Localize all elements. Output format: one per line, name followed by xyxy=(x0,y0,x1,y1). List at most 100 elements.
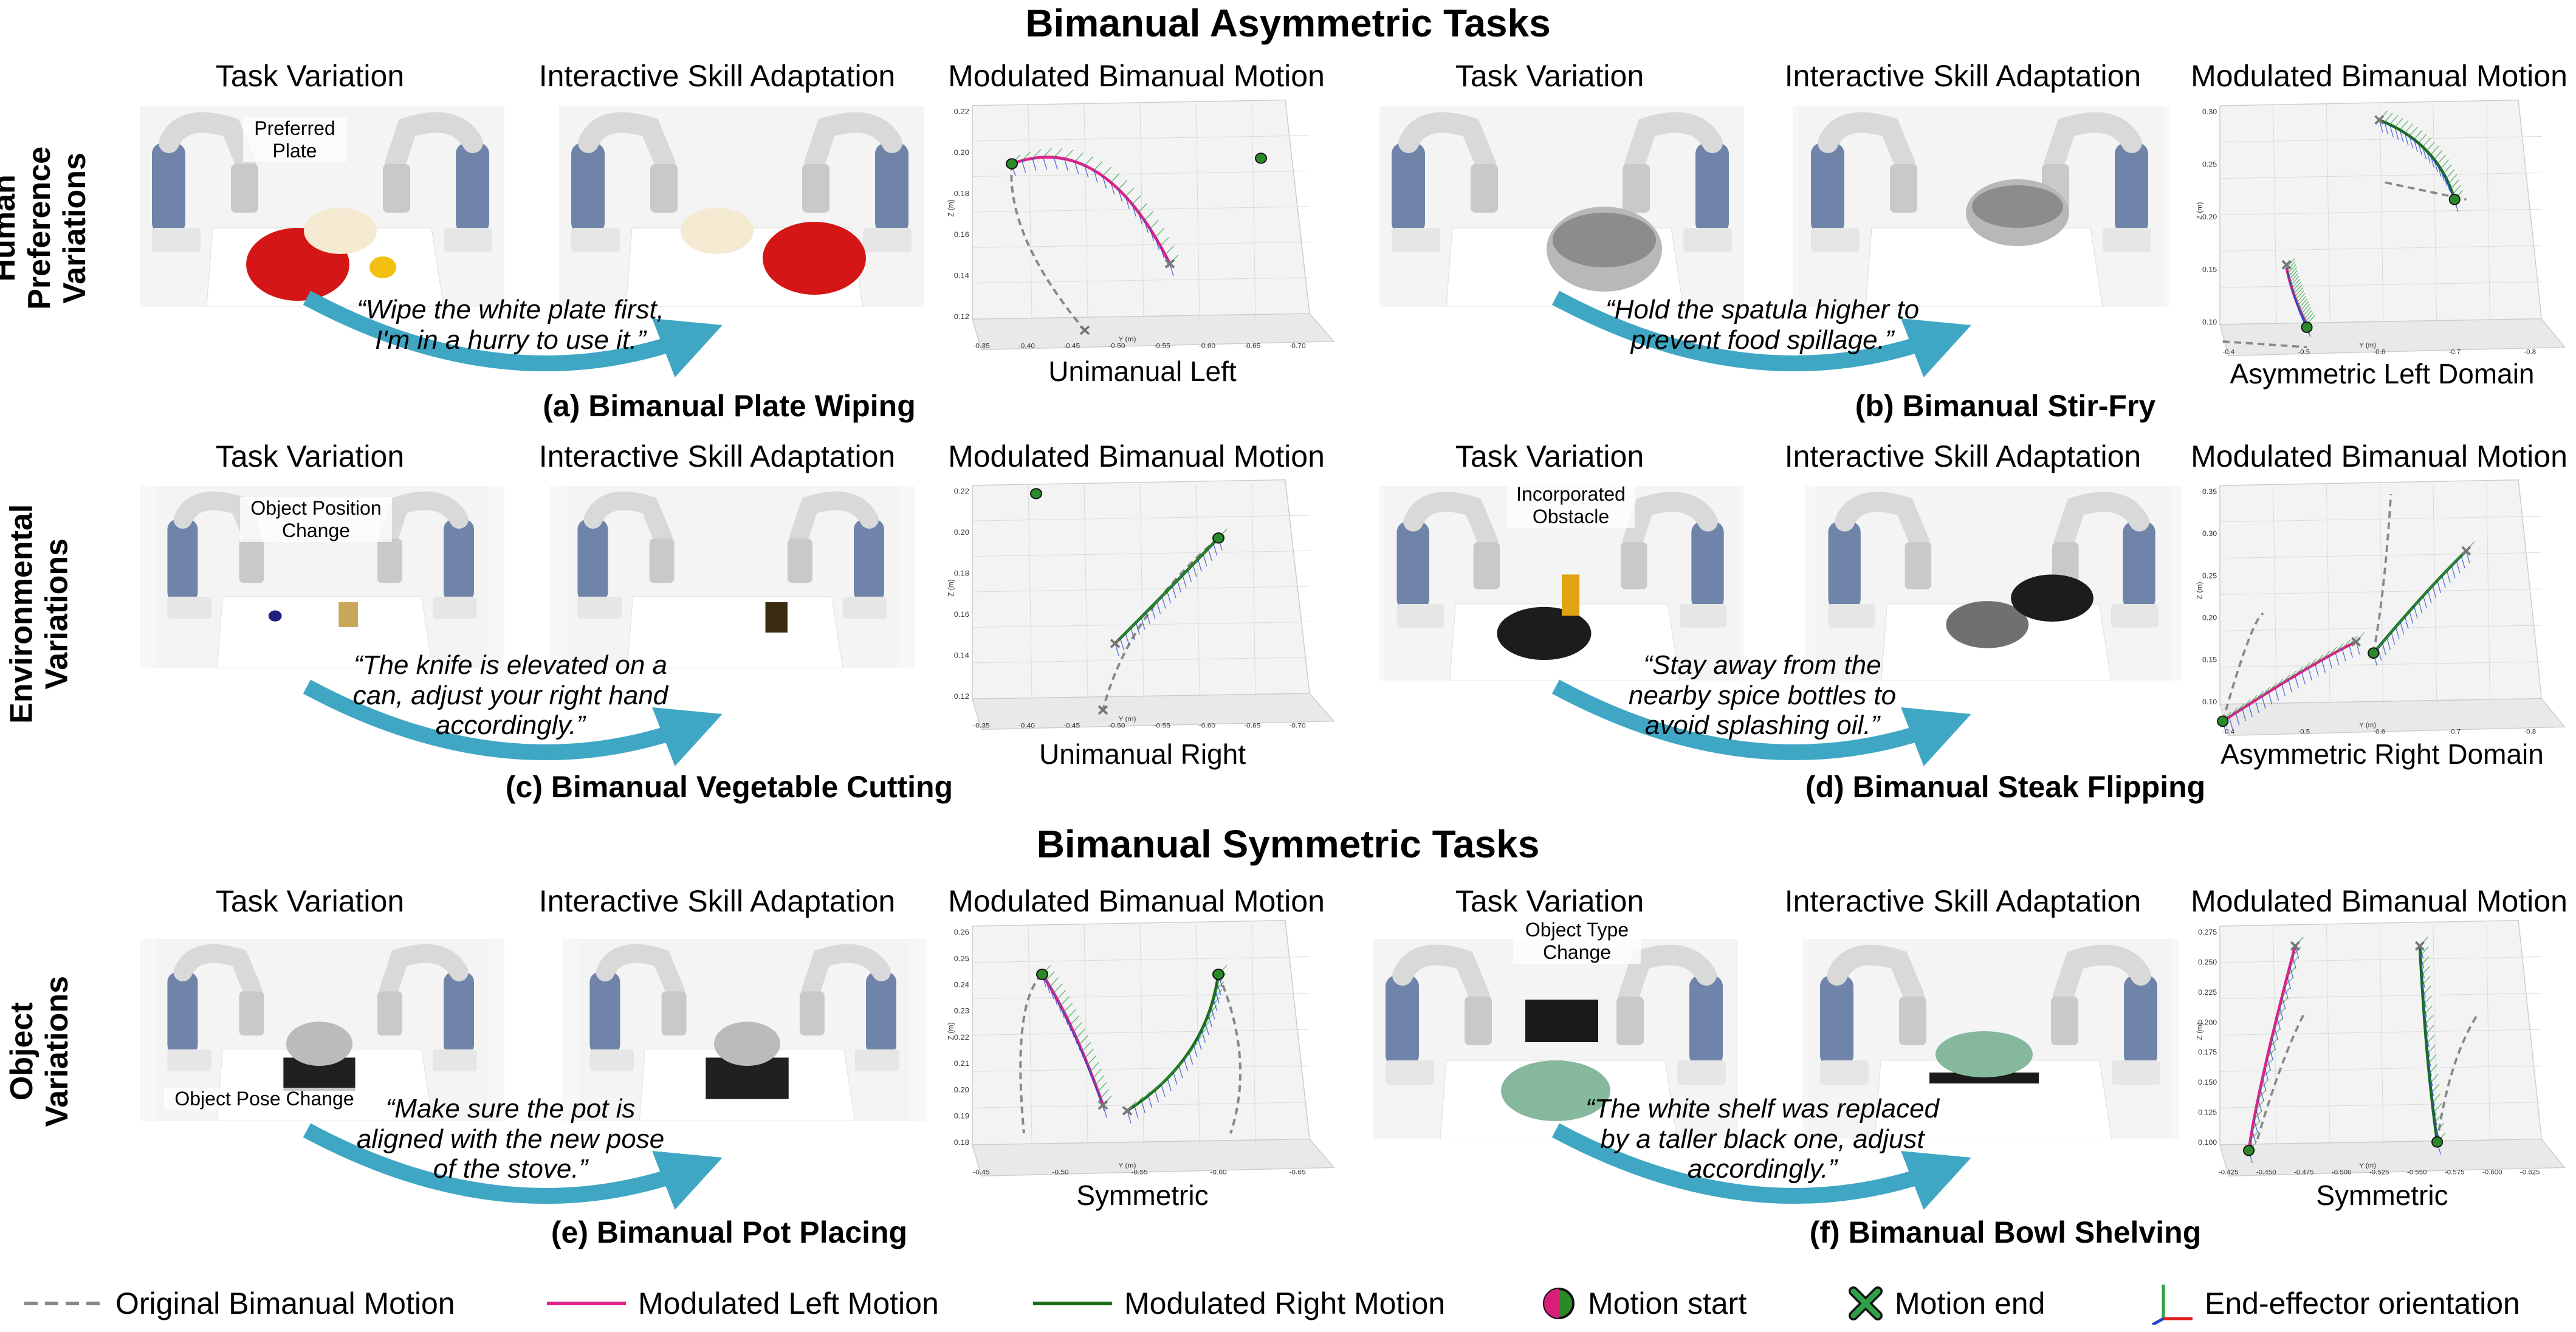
z-tick-label: 0.16 xyxy=(954,611,969,619)
y-tick-label: -0.65 xyxy=(1289,1169,1305,1176)
orientation-tick xyxy=(1134,1096,1144,1107)
orientation-tick xyxy=(1076,1038,1080,1051)
orientation-tick xyxy=(2423,1014,2428,1028)
orientation-tick xyxy=(2423,1004,2428,1018)
original-motion-path xyxy=(1102,537,1220,710)
orientation-tick xyxy=(2448,184,2453,196)
orientation-tick xyxy=(1097,1082,1107,1092)
y-tick-label: -0.35 xyxy=(973,723,989,729)
orientation-tick xyxy=(2384,122,2389,135)
orientation-tick xyxy=(1193,1045,1198,1058)
y-tick-label: -0.500 xyxy=(2332,1169,2351,1176)
orientation-tick xyxy=(2394,126,2399,140)
orientation-tick xyxy=(1197,1028,1207,1038)
z-axis-label: Z (m) xyxy=(2195,202,2203,219)
orientation-tick xyxy=(1217,982,1221,995)
orientation-tick xyxy=(2377,647,2382,661)
start-marker-icon xyxy=(1543,1288,1575,1319)
orientation-tick xyxy=(1119,638,1125,651)
photo-plate-wiping-adaptation xyxy=(559,106,924,307)
original-motion-path xyxy=(1217,973,1242,1134)
z-tick-label: 0.24 xyxy=(954,981,969,989)
z-tick-label: 0.35 xyxy=(2202,487,2217,496)
z-tick-label: 0.225 xyxy=(2198,988,2217,997)
orientation-tick xyxy=(1042,157,1048,170)
y-tick-label: -0.45 xyxy=(1063,343,1080,349)
orientation-tick xyxy=(1070,1015,1079,1026)
orientation-tick xyxy=(2261,696,2266,709)
orientation-tick xyxy=(1060,1005,1065,1018)
orientation-tick xyxy=(2298,298,2308,309)
orientation-tick xyxy=(1057,999,1062,1012)
motion-end-marker xyxy=(1097,1100,1108,1110)
orientation-tick xyxy=(1074,161,1079,174)
z-tick-label: 0.19 xyxy=(954,1112,969,1121)
y-tick-label: -0.50 xyxy=(1108,343,1125,349)
orientation-tick xyxy=(2445,169,2455,179)
z-axis-label: Z (m) xyxy=(2195,1022,2203,1040)
header-interactive-skill-adaptation: Interactive Skill Adaptation xyxy=(1784,884,2142,918)
orientation-tick xyxy=(2413,139,2418,153)
orientation-tick xyxy=(2287,261,2296,271)
orientation-tick xyxy=(1066,1009,1076,1019)
adaptation-arrow xyxy=(303,290,723,378)
orientation-tick xyxy=(2314,664,2319,677)
orientation-tick xyxy=(1090,1071,1094,1084)
orientation-tick xyxy=(2300,301,2309,311)
z-tick-label: 0.15 xyxy=(2202,656,2217,664)
orientation-tick xyxy=(2287,976,2292,989)
domain-label-bowl-shelving: Symmetric xyxy=(2316,1179,2448,1211)
grid-line xyxy=(2379,925,2384,1144)
orientation-tick xyxy=(1084,1048,1094,1059)
orientation-tick xyxy=(2384,112,2393,123)
y-axis-label: Y (m) xyxy=(2359,342,2376,349)
motion-end-marker xyxy=(2374,115,2385,125)
orientation-tick xyxy=(2446,570,2451,583)
orientation-tick xyxy=(1156,601,1161,614)
y-tick-label: -0.55 xyxy=(1131,1169,1147,1176)
orientation-tick xyxy=(1095,1075,1105,1085)
photo-bowl-shelving-task-variation xyxy=(1373,939,1738,1139)
orientation-tick xyxy=(2443,173,2448,187)
orientation-tick xyxy=(1211,1006,1215,1020)
orientation-tick xyxy=(2302,307,2312,317)
orientation-tick xyxy=(2253,1119,2258,1132)
grid-line xyxy=(1084,484,1088,698)
orientation-tick xyxy=(2430,1083,2434,1096)
orientation-tick xyxy=(2255,700,2259,713)
grid-line xyxy=(2326,484,2330,704)
y-axis-label: Y (m) xyxy=(2359,721,2376,729)
orientation-tick xyxy=(2295,666,2304,676)
orientation-tick xyxy=(2437,580,2442,594)
orientation-tick xyxy=(1093,1068,1102,1079)
orientation-tick xyxy=(2235,712,2240,726)
axes-triad-icon xyxy=(2151,1285,2193,1325)
orientation-tick xyxy=(1212,543,1218,556)
y-tick-label: -0.550 xyxy=(2407,1169,2427,1176)
orientation-tick xyxy=(1197,559,1202,572)
header-task-variation: Task Variation xyxy=(1455,884,1644,918)
orientation-tick xyxy=(2428,1063,2433,1077)
orientation-tick xyxy=(2389,115,2399,125)
orientation-tick xyxy=(2426,151,2431,163)
header-task-variation: Task Variation xyxy=(215,439,405,473)
y-tick-label: -0.7 xyxy=(2448,729,2461,736)
orientation-tick xyxy=(2461,555,2465,569)
y-tick-label: -0.65 xyxy=(1244,343,1260,349)
z-tick-label: 0.22 xyxy=(954,487,969,495)
domain-label-plate-wiping: Unimanual Left xyxy=(1048,355,1237,387)
orientation-tick xyxy=(2292,281,2301,292)
z-axis-label: Z (m) xyxy=(947,199,956,216)
grid-line xyxy=(2486,925,2490,1144)
z-tick-label: 0.22 xyxy=(954,108,969,115)
orientation-tick xyxy=(2242,699,2251,709)
y-tick-label: -0.45 xyxy=(973,1169,989,1176)
orientation-tick xyxy=(1053,992,1058,1006)
floor-pane xyxy=(972,1138,1335,1177)
orientation-tick xyxy=(1203,554,1207,566)
header-modulated-bimanual-motion: Modulated Bimanual Motion xyxy=(2191,59,2567,93)
grid-line xyxy=(972,956,1310,963)
orientation-tick xyxy=(2251,1130,2256,1142)
header-modulated-bimanual-motion: Modulated Bimanual Motion xyxy=(948,439,1325,473)
